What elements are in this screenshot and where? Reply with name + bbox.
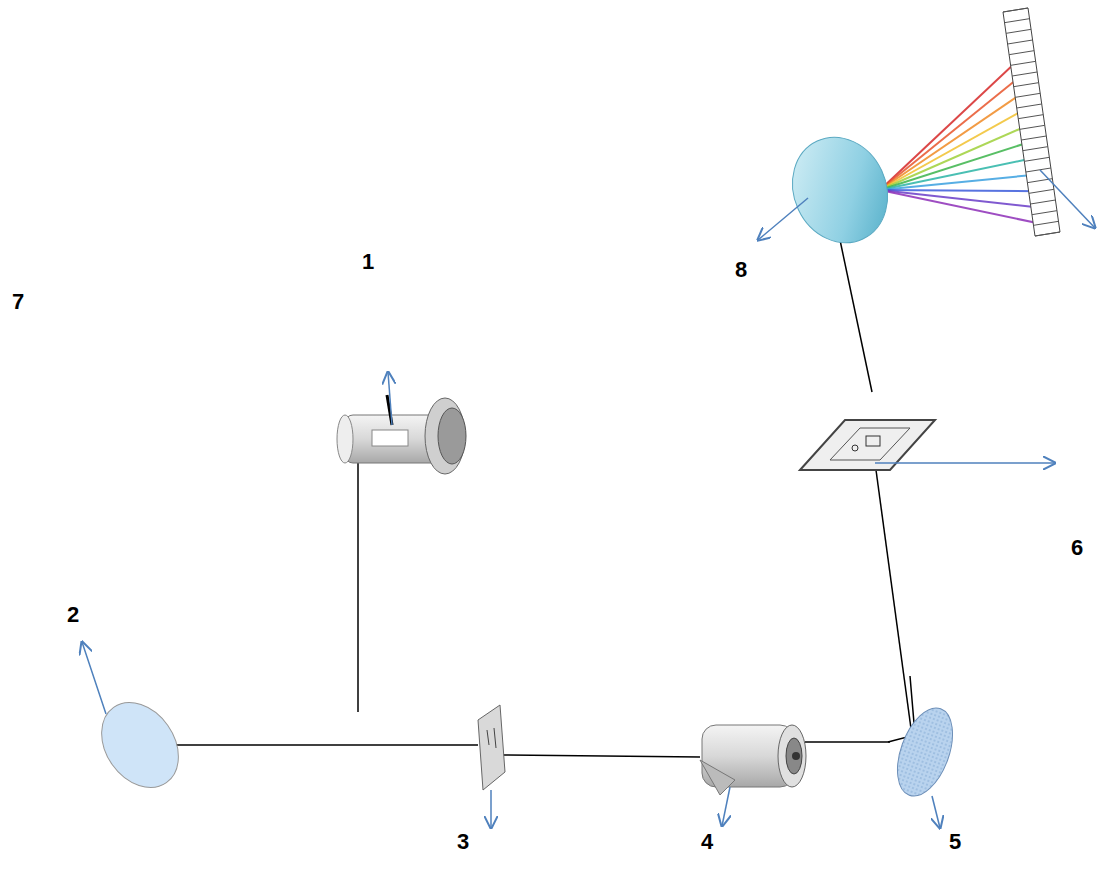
callout-number: 5 <box>949 831 961 853</box>
filter <box>887 701 964 828</box>
sample-stage <box>800 420 1055 470</box>
callout-number: 6 <box>1071 537 1083 559</box>
callout-number: 2 <box>67 604 79 626</box>
objective <box>700 725 806 826</box>
beam-path <box>140 240 915 770</box>
mirror <box>82 642 194 802</box>
callout-number: 1 <box>362 251 374 273</box>
light-source <box>337 372 466 474</box>
slit <box>478 705 505 828</box>
callout-number: 4 <box>701 831 713 853</box>
callout-number: 3 <box>457 831 469 853</box>
callout-number: 8 <box>735 259 747 281</box>
spectrometer <box>758 8 1095 258</box>
callout-number: 7 <box>12 291 24 313</box>
